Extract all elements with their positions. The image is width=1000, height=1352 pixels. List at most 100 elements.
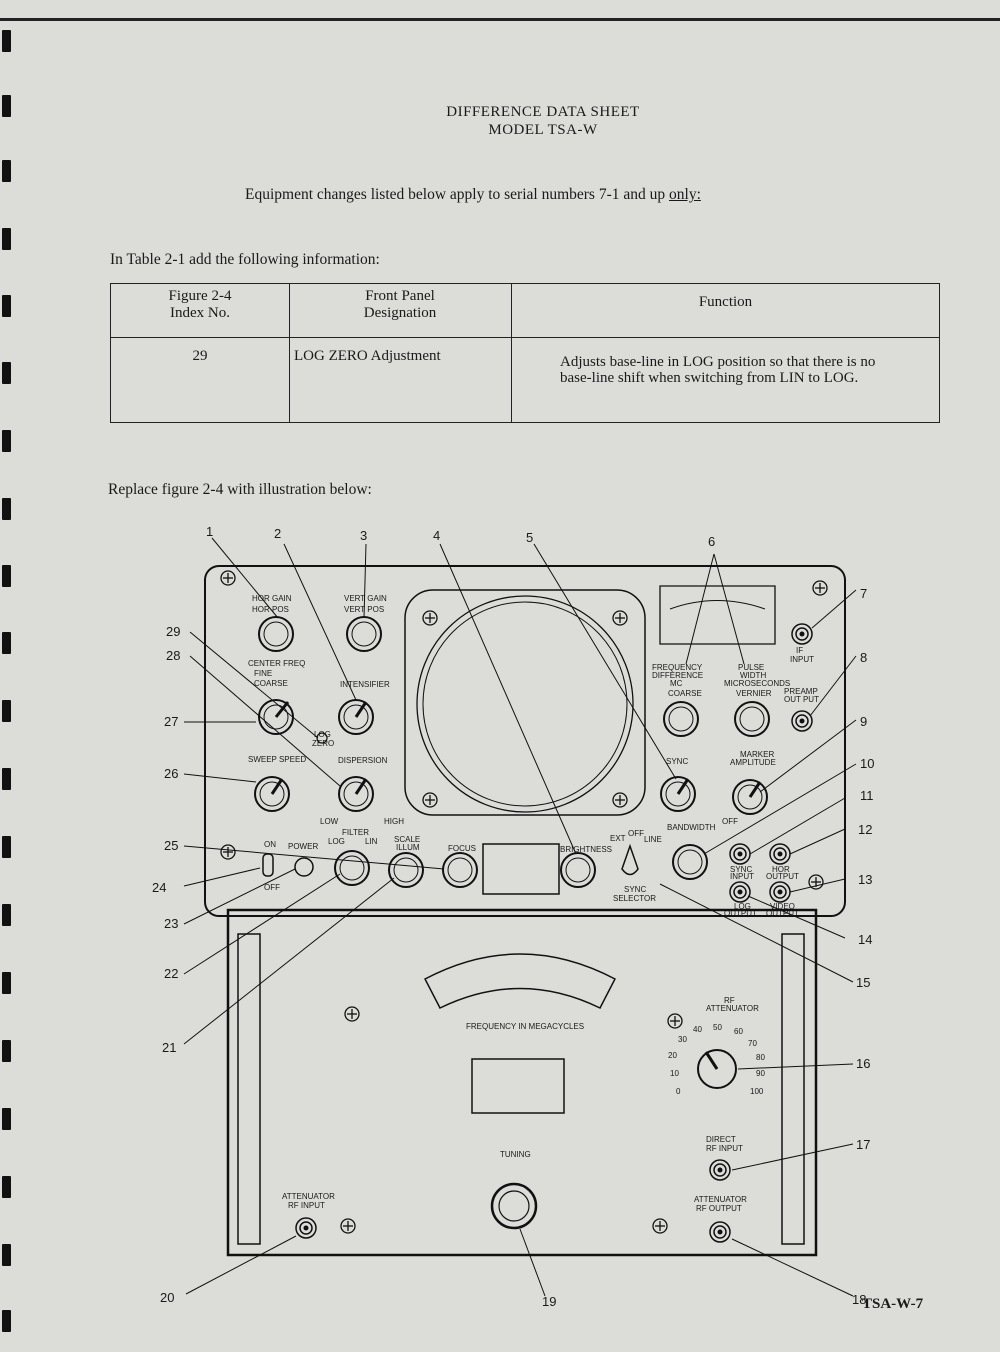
ext-label: EXT	[610, 834, 626, 843]
rf-atten-label-2: ATTENUATOR	[706, 1004, 759, 1013]
off-line-label-2: LINE	[644, 835, 662, 844]
callout-1: 1	[206, 524, 213, 539]
rf-tick-50: 50	[713, 1023, 722, 1032]
power-label: POWER	[288, 842, 318, 851]
screw-icon	[612, 792, 628, 808]
atten-rf-input-jack[interactable]	[295, 1217, 317, 1239]
screw-icon	[344, 1006, 360, 1022]
screw-icon	[340, 1218, 356, 1234]
preamp-label-1: PREAMP	[784, 687, 818, 696]
brightness-label: BRIGHTNESS	[560, 845, 612, 854]
rf-tick-100: 100	[750, 1087, 764, 1096]
freq-diff-label-2: DIFFERENCE	[652, 671, 703, 680]
sweep-speed-label: SWEEP SPEED	[248, 755, 306, 764]
pulse-width-label-1: PULSE	[738, 663, 764, 672]
callout-3: 3	[360, 528, 367, 543]
sync-selector-switch[interactable]	[621, 843, 639, 876]
callout-28: 28	[166, 648, 180, 663]
tuning-window	[471, 1058, 565, 1114]
replace-instruction: Replace figure 2-4 with illustration bel…	[108, 481, 372, 498]
callout-5: 5	[526, 530, 533, 545]
model-title: MODEL TSA-W	[488, 122, 598, 138]
right-handle	[781, 933, 805, 1245]
cell-index: 29	[110, 337, 290, 423]
sync-input-jack[interactable]	[729, 843, 751, 865]
rf-tick-70: 70	[748, 1039, 757, 1048]
screw-icon	[422, 610, 438, 626]
screw-icon	[667, 1013, 683, 1029]
video-output-label-2: OUTPUT	[766, 909, 799, 918]
callout-10: 10	[860, 756, 874, 771]
callout-7: 7	[860, 586, 867, 601]
brightness-knob[interactable]	[560, 852, 596, 888]
rf-attenuator-knob[interactable]	[697, 1049, 737, 1089]
bandwidth-label: BANDWIDTH	[667, 823, 716, 832]
callout-15: 15	[856, 975, 870, 990]
intensifier-label: INTENSIFIER	[340, 680, 390, 689]
hor-output-jack[interactable]	[769, 843, 791, 865]
header-designation: Front Panel Designation	[289, 283, 512, 338]
direct-rf-input-jack[interactable]	[709, 1159, 731, 1181]
filter-knob[interactable]	[334, 850, 370, 886]
lower-chassis	[226, 908, 818, 1257]
callout-29: 29	[166, 624, 180, 639]
focus-knob[interactable]	[442, 852, 478, 888]
function-table: Figure 2-4 Index No. Front Panel Designa…	[110, 283, 940, 423]
center-freq-label: CENTER FREQ	[248, 659, 305, 668]
left-handle	[237, 933, 261, 1245]
preamp-label-2: OUT PUT	[784, 695, 819, 704]
atten-rf-output-jack[interactable]	[709, 1221, 731, 1243]
leader-lines	[183, 537, 857, 1297]
atten-rf-in-label-2: RF INPUT	[288, 1201, 325, 1210]
video-output-jack[interactable]	[769, 881, 791, 903]
table-row: 29 LOG ZERO Adjustment Adjusts base-line…	[110, 337, 940, 423]
only-emphasis: only:	[669, 186, 701, 203]
pulse-meter	[659, 585, 776, 645]
filter-lin-label: LIN	[365, 837, 378, 846]
callout-25: 25	[164, 838, 178, 853]
screw-icon	[220, 844, 236, 860]
on-off-toggle[interactable]	[262, 853, 274, 877]
rf-tick-40: 40	[693, 1025, 702, 1034]
callout-2: 2	[274, 526, 281, 541]
direct-rf-label-2: RF INPUT	[706, 1144, 743, 1153]
freq-mc-label: FREQUENCY IN MEGACYCLES	[466, 1022, 584, 1031]
low-label: LOW	[320, 817, 339, 826]
callout-23: 23	[164, 916, 178, 931]
rf-atten-scale: 0 10 20 30 40 50 60 70 80 90 100	[668, 1023, 765, 1096]
coarse-label: COARSE	[254, 679, 288, 688]
atten-rf-out-label-1: ATTENUATOR	[694, 1195, 747, 1204]
atten-rf-in-label-1: ATTENUATOR	[282, 1192, 335, 1201]
tuning-knob[interactable]	[490, 1182, 538, 1230]
rf-tick-80: 80	[756, 1053, 765, 1062]
callout-17: 17	[856, 1137, 870, 1152]
focus-label: FOCUS	[448, 844, 476, 853]
rf-tick-90: 90	[756, 1069, 765, 1078]
binding-holes	[0, 0, 14, 1352]
marker-amp-label-2: AMPLITUDE	[730, 758, 776, 767]
callout-13: 13	[858, 872, 872, 887]
preamp-output-jack[interactable]	[791, 710, 813, 732]
hor-pos-knob[interactable]	[258, 616, 294, 652]
vert-pos-knob[interactable]	[346, 616, 382, 652]
off-label: OFF	[722, 817, 738, 826]
header-function: Function	[511, 283, 940, 338]
bandwidth-knob[interactable]	[672, 844, 708, 880]
screw-icon	[612, 610, 628, 626]
figure-2-4-illustration: HOR GAIN HOR POS VERT GAIN VERT POS CENT…	[140, 524, 900, 1314]
log-zero-adjust[interactable]	[316, 732, 328, 744]
coarse2-label: COARSE	[668, 689, 702, 698]
scale-illum-knob[interactable]	[388, 852, 424, 888]
callout-9: 9	[860, 714, 867, 729]
fine-label: FINE	[254, 669, 272, 678]
log-output-label-1: LOG	[734, 902, 751, 911]
header-index: Figure 2-4 Index No.	[110, 283, 290, 338]
vernier-knob[interactable]	[734, 701, 770, 737]
callout-4: 4	[433, 528, 440, 543]
log-output-jack[interactable]	[729, 881, 751, 903]
scale-illum-label-2: ILLUM	[396, 843, 420, 852]
if-input-jack[interactable]	[791, 623, 813, 645]
rf-atten-label-1: RF	[724, 996, 735, 1005]
coarse-width-knob[interactable]	[663, 701, 699, 737]
callout-8: 8	[860, 650, 867, 665]
